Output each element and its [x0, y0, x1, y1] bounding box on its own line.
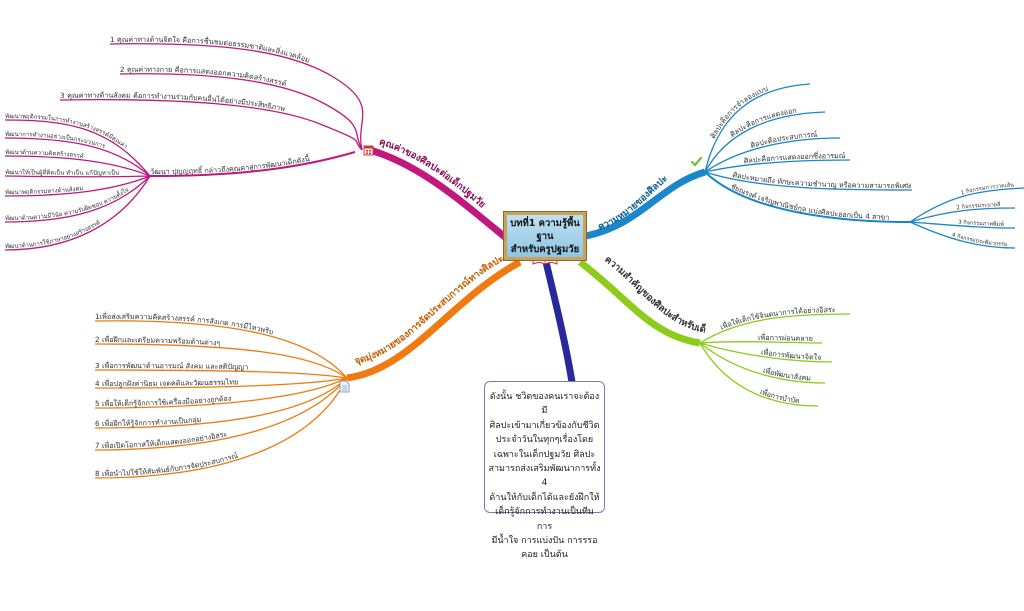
central-topic-line1: บทที่1 ความรู้พื้นฐาน [510, 217, 580, 242]
list-item[interactable]: 2 เพื่อฝึกและเตรียมความพร้อมด้านต่างๆ [95, 335, 221, 348]
document-icon [339, 380, 350, 393]
list-item[interactable]: ศิลปะคือการแสดงออกซึ่งอารมณ์ [743, 151, 846, 165]
list-item[interactable]: 4 เพื่อปลูกฝังค่านิยม เจตคติและวัฒนธรรมไ… [95, 377, 238, 388]
note-line: เด็กรู้จักการทำงานเป็นทีม การ [495, 507, 594, 532]
list-item[interactable]: พัฒนาด้านความคิดสร้างสรรค์ [5, 149, 84, 160]
meaning-items: ศิลปะคือการจำลองแบบ ศิลปะคือการแสดงออก ศ… [708, 84, 1014, 248]
note-line: เฉพาะในเด็กปฐมวัย ศิลปะ [493, 449, 596, 460]
note-line: สามารถส่งเสริมพัฒนาการทั้ง 4 [488, 464, 601, 489]
value-branch-lines [4, 43, 506, 251]
list-item[interactable]: 3 กิจกรรมภาพพิมพ์ [958, 219, 1004, 228]
value-items: 1 คุณค่าทางด้านจิตใจ คือการชื่นชมต่อธรรม… [5, 35, 312, 250]
list-item[interactable]: 6 เพื่อฝึกให้รู้จักการทำงานเป็นกลุ่ม [95, 415, 202, 428]
list-item[interactable]: เพื่อการพัฒนาจิตใจ [760, 347, 821, 361]
note-line: ศิลปะเข้ามาเกี่ยวข้องกับชีวิต [489, 420, 600, 431]
list-item[interactable]: 2 คุณค่าทางกาย คือการแสดงออกความคิดสร้าง… [120, 65, 288, 89]
list-item[interactable]: 3 คุณค่าทางด้านสังคม คือการทำงานร่วมกับค… [60, 91, 286, 114]
meaning-branch-label[interactable]: ความหมายของศิลปะ [596, 173, 669, 233]
list-item[interactable]: พัฒนาพฤติกรรมทางด้านสังคม [5, 185, 84, 196]
list-item[interactable]: 1 คุณค่าทางด้านจิตใจ คือการชื่นชมต่อธรรม… [110, 35, 312, 65]
central-topic-line2: สำหรับครูปฐมวัย [510, 243, 580, 255]
goal-items: 1เพื่อส่งเสริมความคิดสร้างสรรค์ การสังเก… [95, 312, 275, 478]
summary-note[interactable]: ดังนั้น ชวิตของคนเราจะต้องมี ศิลปะเข้ามา… [484, 381, 605, 560]
list-item[interactable]: 8 เพื่อนำไปใช้ให้สัมพันธ์กับการจัดประสบก… [95, 451, 239, 478]
list-item[interactable]: 3 เพื่อการพัฒนาด้านอารมณ์ สังคม และสติปั… [95, 361, 248, 371]
list-item[interactable]: 2 กิจกรรมระบายสี [956, 201, 1001, 211]
list-item[interactable]: ศิลปะหมายถึง ทักษะความชำนาญ หรือความสามา… [732, 170, 912, 190]
list-item[interactable]: 7 เพื่อเปิดโอกาสให้เด็กแสดงออกอย่างอิสระ [95, 429, 228, 450]
summary-branch-line [542, 261, 576, 383]
goal-branch-label[interactable]: จุดมุ่งหมายของการจัดประสบการณ์ทางศิลปะ [354, 253, 506, 367]
importance-items: เพื่อให้เด็กใช้จินตนาการได้อย่างอิสระ เพ… [719, 305, 836, 405]
central-topic[interactable]: บทที่1 ความรู้พื้นฐาน สำหรับครูปฐมวัย [503, 211, 587, 261]
sub-node-label[interactable]: วัฒนา ปุญญฤทธิ์ กล่าวถึงคุณค่าสู่การพัฒน… [150, 153, 311, 176]
note-line: ประจำวันในทุกๆเรื่องโดย [495, 435, 594, 446]
checkmark-icon [690, 156, 703, 167]
calendar-icon [363, 145, 374, 156]
note-line: คอย เป็นต้น [521, 550, 568, 561]
list-item[interactable]: 5 เพื่อให้เด็กรู้จักการใช้เครื่องมืออย่า… [95, 394, 232, 408]
importance-branch-label[interactable]: ความสำคัญของศิลปะสำหรับเด็ก [0, 0, 707, 336]
note-line: มีน้ำใจ การแบ่งปัน การรรอ [491, 536, 598, 547]
list-item[interactable]: 1เพื่อส่งเสริมความคิดสร้างสรรค์ การสังเก… [95, 312, 275, 337]
value-branch-label[interactable]: คุณค่าของศิลปะต่อเด็กปฐมวัย [378, 136, 488, 210]
list-item[interactable]: เพื่อการผ่อนคลาย [758, 333, 813, 343]
note-line: ด้านให้กับเด็กได้และยังฝึกให้ [489, 492, 600, 503]
note-line: ดังนั้น ชวิตของคนเราจะต้องมี [489, 392, 600, 417]
list-item[interactable]: พัฒนาให้เป็นผู้ที่คิดเป็น ทำเป็น แก้ปัญห… [5, 167, 119, 176]
